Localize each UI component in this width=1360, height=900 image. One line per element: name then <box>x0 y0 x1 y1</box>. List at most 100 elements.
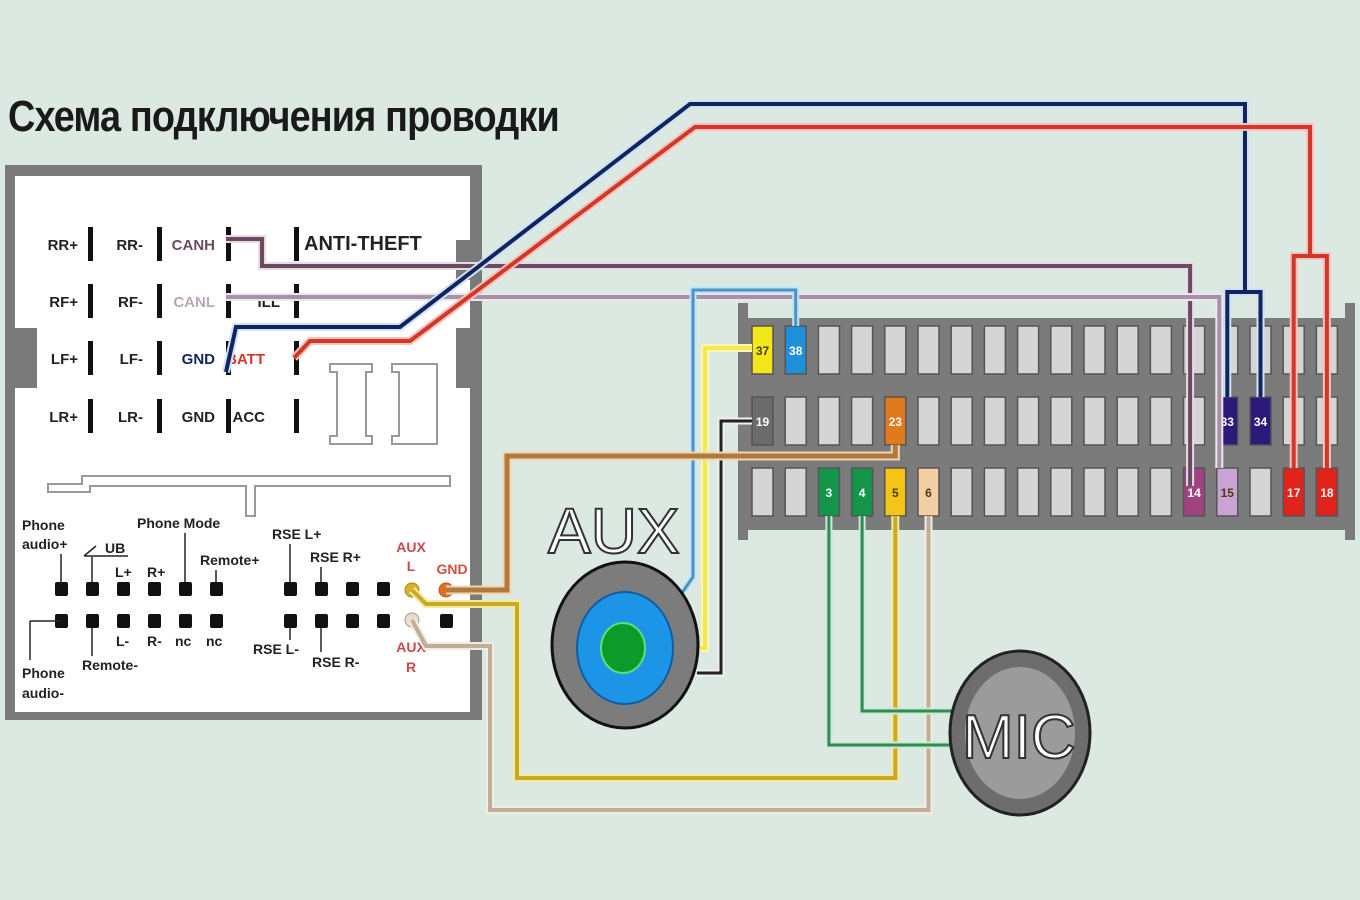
pin-bar <box>294 399 299 433</box>
pin-bar <box>157 399 162 433</box>
quadlock-pin-empty <box>917 396 940 446</box>
rse-r-minus-label: RSE R- <box>312 654 360 670</box>
wire-mic-4-halo <box>858 516 960 715</box>
power-pin-label: ACC <box>233 409 266 426</box>
nc1-label: nc <box>175 633 192 649</box>
power-pin-label: BATT <box>226 351 265 368</box>
signal-pin <box>377 582 390 596</box>
wire-aux-l <box>410 516 898 780</box>
quadlock-pin-empty <box>1116 325 1139 375</box>
keying-slots <box>329 363 438 445</box>
quadlock-pin-empty <box>751 467 774 517</box>
quadlock-pin-number: 5 <box>892 486 899 500</box>
quadlock-pin-empty <box>1050 467 1073 517</box>
power-pin-label: LF- <box>120 351 143 368</box>
wire-aux-sleeve <box>673 288 798 604</box>
quadlock-pin-empty <box>1083 396 1106 446</box>
quadlock-pin-empty <box>850 325 874 375</box>
signal-pin <box>284 582 297 596</box>
pin-bar <box>226 227 231 261</box>
signal-pin <box>315 614 328 628</box>
quadlock-pin-empty <box>1083 467 1106 517</box>
nc2-label: nc <box>206 633 223 649</box>
signal-pin <box>148 582 161 596</box>
signal-pin <box>148 614 161 628</box>
signal-pin <box>117 582 130 596</box>
pin-bar <box>294 227 299 261</box>
quadlock-pin-empty <box>1016 325 1040 375</box>
wire-canl <box>226 295 1222 468</box>
power-pin-label: RR+ <box>48 237 79 254</box>
quadlock-pin-empty <box>850 396 874 446</box>
quadlock-pin-number: 15 <box>1221 486 1235 500</box>
quadlock-pin-number: 33 <box>1221 415 1235 429</box>
quadlock-pin-empty <box>884 325 907 375</box>
quadlock-pin-empty <box>1249 467 1272 517</box>
r-minus-label: R- <box>147 633 162 649</box>
quadlock-pin-empty <box>784 396 807 446</box>
r-plus-label: R+ <box>147 564 165 580</box>
remote-plus-label: Remote+ <box>200 552 260 568</box>
rse-l-plus-label: RSE L+ <box>272 526 321 542</box>
quadlock-pin-empty <box>1116 396 1139 446</box>
wire-mic-3 <box>827 516 960 747</box>
l-minus-label: L- <box>116 633 130 649</box>
power-pin-label: LF+ <box>51 351 78 368</box>
signal-pin <box>179 614 192 628</box>
separator <box>47 475 451 517</box>
aux-l-label: AUX <box>396 539 426 555</box>
quadlock-pin-number: 4 <box>859 486 866 500</box>
pin-bar <box>88 284 93 318</box>
power-pin-label: GND <box>182 351 216 368</box>
power-pin-label: CANH <box>172 237 215 254</box>
switch-icon <box>83 545 104 557</box>
ub-label: UB <box>105 540 125 556</box>
power-pin-label: RF+ <box>49 294 78 311</box>
signal-pin <box>117 614 130 628</box>
quadlock-pin-empty <box>784 467 807 517</box>
wire-aux-gnd <box>446 445 898 593</box>
rse-r-plus-label: RSE R+ <box>310 549 361 565</box>
quadlock-pin-number: 6 <box>925 486 932 500</box>
mic-label: MIC <box>962 703 1076 772</box>
signal-pin <box>440 614 453 628</box>
wire-canh <box>226 237 1193 486</box>
signal-pin <box>346 614 359 628</box>
signal-pin <box>179 582 192 596</box>
quadlock-pin-empty <box>1149 467 1173 517</box>
pin-bar <box>157 341 162 375</box>
quadlock-pin-number: 18 <box>1320 486 1334 500</box>
wire-batt <box>292 125 1329 468</box>
pin-bar <box>88 399 93 433</box>
rse-l-minus-label: RSE L- <box>253 641 299 657</box>
quadlock-pin-empty <box>950 467 973 517</box>
power-pin-label: ANTI-THEFT <box>304 233 422 255</box>
phone-audio-plus-label-2: audio+ <box>22 536 68 552</box>
power-pin-label: LR- <box>118 409 143 426</box>
pin-bar <box>157 284 162 318</box>
aux-r-label: AUX <box>396 639 426 655</box>
power-pin-label: LR+ <box>49 409 78 426</box>
pin-bar <box>88 341 93 375</box>
wire-aux-r <box>410 516 931 812</box>
quadlock-pin-number: 34 <box>1254 415 1268 429</box>
quadlock-pin-number: 19 <box>756 415 770 429</box>
remote-minus-label: Remote- <box>82 657 138 673</box>
quadlock-pin-empty <box>1116 467 1139 517</box>
phone-audio-minus-label: Phone <box>22 665 65 681</box>
quadlock-pin-empty <box>1083 325 1106 375</box>
quadlock-pin-empty <box>917 325 940 375</box>
power-pin-label: CANL <box>173 294 215 311</box>
phone-audio-minus-label-2: audio- <box>22 685 64 701</box>
quadlock-pin-empty <box>983 325 1007 375</box>
quadlock-pin-empty <box>1016 467 1040 517</box>
quadlock-pin-empty <box>950 396 973 446</box>
quadlock-pin-empty <box>950 325 973 375</box>
quadlock-pin-empty <box>1016 396 1040 446</box>
power-pin-label: GND <box>182 409 216 426</box>
quadlock-pin-empty <box>983 467 1007 517</box>
quadlock-pin-empty <box>1050 325 1073 375</box>
quadlock-pin-empty <box>983 396 1007 446</box>
